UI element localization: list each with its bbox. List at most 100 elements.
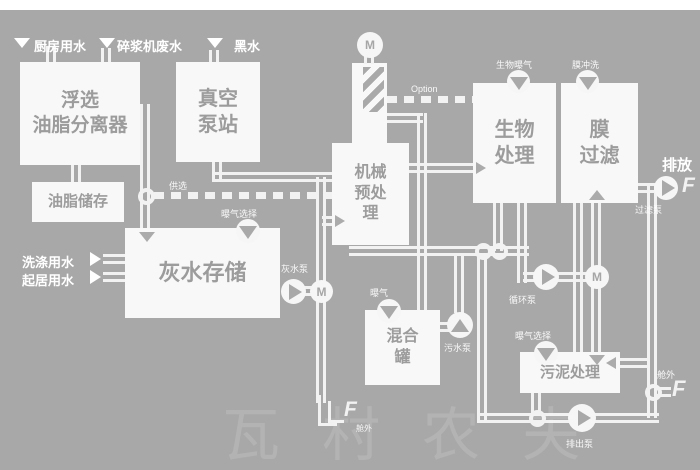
junction-bottom — [529, 410, 546, 427]
junction-collector-1 — [475, 243, 492, 260]
pipe-washing-inlet — [103, 254, 125, 264]
pipe-screen-branch — [385, 113, 423, 123]
pipe-pulper-inlet — [101, 48, 111, 64]
arrow-into-bio-icon — [476, 162, 486, 174]
motor-label: M — [365, 38, 375, 52]
filter-pump-label: 过滤泵 — [635, 205, 663, 215]
pipe-to-mixing-tank — [417, 113, 427, 313]
valve-glyph — [537, 348, 555, 361]
motor-label: M — [316, 284, 327, 299]
pipe-sludge-right-in — [618, 358, 649, 368]
kitchen-water-label: 厨房用水 — [34, 39, 87, 54]
pump-glyph — [661, 180, 675, 196]
membrane-flush-label: 膜冲洗 — [572, 60, 600, 70]
discharge-f-symbol: F — [682, 174, 695, 197]
pump-glyph — [289, 283, 302, 300]
greywater-pump-icon — [281, 279, 306, 304]
junction-overboard — [645, 384, 662, 401]
aeration-select-valve-icon — [236, 219, 260, 243]
pipe-motor-to-sludge — [591, 287, 601, 353]
arrow-blackwater-icon — [207, 38, 223, 48]
supply-select-label: 供选 — [169, 181, 188, 191]
pipe-kitchen-inlet — [46, 46, 56, 64]
pipe-main-collector — [349, 246, 529, 256]
pipe-bio-down — [517, 203, 527, 283]
pulper-waste-label: 碎浆机废水 — [117, 39, 183, 54]
watermark: 瓦村农夫 — [222, 403, 623, 468]
aeration-select-label: 曝气选择 — [221, 209, 258, 219]
membrane-flush-valve-icon — [576, 70, 599, 93]
junction-separator — [138, 188, 155, 205]
pipe-membrane-reject — [573, 203, 583, 353]
overboard-bottom-bend-outer — [318, 395, 337, 426]
pipe-supply-option-dashed — [154, 192, 332, 199]
pipe-vacuum-down — [212, 160, 222, 180]
valve-glyph — [239, 226, 257, 239]
valve-glyph — [578, 76, 597, 90]
arrow-living-icon — [90, 270, 101, 284]
pipe-membrane-feed — [591, 200, 601, 268]
bio-aeration-valve-icon — [507, 70, 530, 93]
pipe-option-dashed — [387, 96, 473, 103]
pipe-right-riser — [647, 186, 657, 418]
pipe-screen-motor — [364, 54, 374, 64]
pipe-pump-to-motor — [302, 286, 314, 296]
discharge-label: 排放 — [662, 157, 693, 174]
pipe-separator-out — [140, 104, 150, 234]
arrow-sludge-right-icon — [606, 357, 616, 369]
arrow-washing-icon — [90, 252, 101, 266]
sewage-pump-label: 污水泵 — [444, 343, 472, 353]
circulation-pump-icon — [533, 264, 559, 290]
option-label: Option — [411, 84, 438, 94]
arrow-into-membrane-icon — [589, 190, 605, 200]
junction-collector-2 — [491, 243, 508, 260]
arrow-kitchen-icon — [14, 38, 30, 48]
pipe-overboard-right — [657, 387, 671, 397]
sludge-aeration-select-label: 曝气选择 — [515, 331, 552, 341]
arrow-into-sludge-icon — [589, 355, 605, 365]
pipe-living-inlet — [103, 272, 125, 282]
screen-hatch-icon — [363, 67, 384, 112]
mixing-tank-box: 混合 罐 — [365, 310, 440, 385]
overboard-right-label: 舱外 — [657, 370, 676, 380]
living-water-label: 起居用水 — [22, 273, 75, 288]
sewage-pump-icon — [447, 312, 473, 338]
arrow-pulper-icon — [99, 38, 115, 48]
mixing-aeration-valve-icon — [377, 299, 401, 323]
overboard-bottom-label: 舱外 — [356, 424, 372, 433]
motor-label: M — [592, 270, 602, 284]
vacuum-pump-station-box: 真空 泵站 — [176, 62, 260, 162]
pump-glyph — [451, 318, 469, 332]
pipe-blackwater-inlet — [209, 50, 219, 64]
washing-water-label: 洗涤用水 — [22, 255, 75, 270]
grease-storage-box: 油脂储存 — [32, 182, 124, 222]
membrane-filtration-box: 膜 过滤 — [561, 83, 638, 203]
biological-treatment-box: 生物 处理 — [473, 83, 556, 203]
pipe-vacuum-to-mech — [212, 172, 332, 182]
pipe-sewage-pump-riser — [454, 253, 464, 313]
pipe-left-drop — [477, 253, 487, 423]
mixing-aeration-label: 曝气 — [370, 288, 389, 298]
pipe-up-to-bio — [493, 203, 503, 251]
overboard-bottom-bend-inner — [328, 401, 344, 423]
pipe-mech-to-bio — [409, 163, 475, 173]
discharge-pump-icon — [568, 404, 596, 432]
arrow-into-greywater-icon — [139, 232, 155, 242]
motor-icon-membrane: M — [585, 265, 609, 289]
pipe-sludge-bottom-out — [531, 391, 541, 415]
mechanical-pretreatment-box: 机械 预处 理 — [332, 143, 409, 245]
discharge-pump-label: 排出泵 — [566, 439, 594, 449]
circulation-pump-label: 循环泵 — [509, 295, 537, 305]
valve-glyph — [380, 306, 398, 319]
pipe-membrane-discharge — [638, 183, 658, 193]
pipe-grease-storage — [71, 165, 81, 184]
bio-aeration-label: 生物曝气 — [496, 60, 533, 70]
greywater-pump-label: 灰水泵 — [281, 264, 309, 274]
pump-glyph — [577, 410, 591, 426]
filter-pump-icon — [654, 176, 678, 200]
pipe-to-mech-inlet — [322, 216, 336, 226]
pipe-mixing-to-pump — [438, 322, 450, 332]
overboard-right-f-symbol: F — [672, 376, 686, 401]
valve-glyph — [509, 76, 528, 90]
motor-icon-greywater: M — [310, 280, 333, 303]
